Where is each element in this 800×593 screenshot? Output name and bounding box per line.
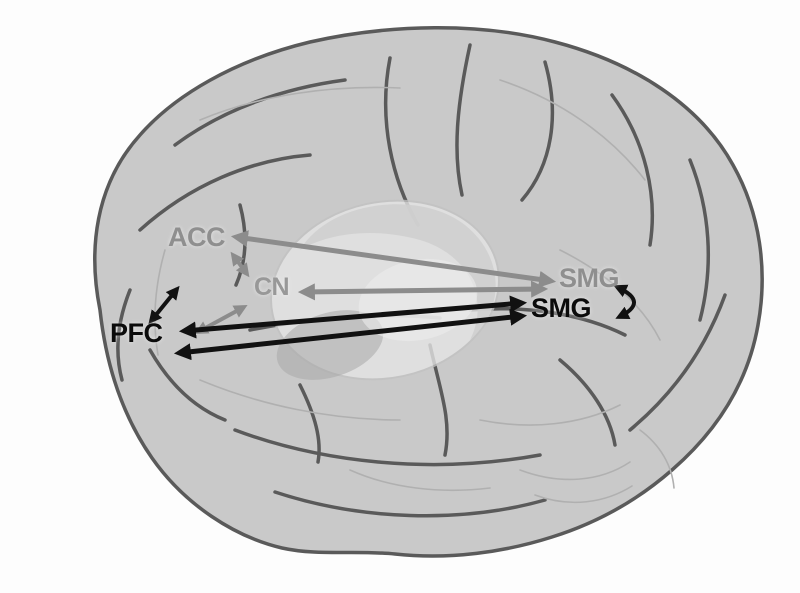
arrow-acc-cn xyxy=(230,251,250,278)
arrow-cn-smg xyxy=(297,280,549,301)
arrow-acc-smg xyxy=(230,230,557,288)
arrow-pfc-acc xyxy=(148,285,180,325)
arrows-layer xyxy=(148,230,636,361)
arrow-smg-smg xyxy=(613,284,636,319)
arrow-pfc-smg-lower xyxy=(173,308,528,361)
